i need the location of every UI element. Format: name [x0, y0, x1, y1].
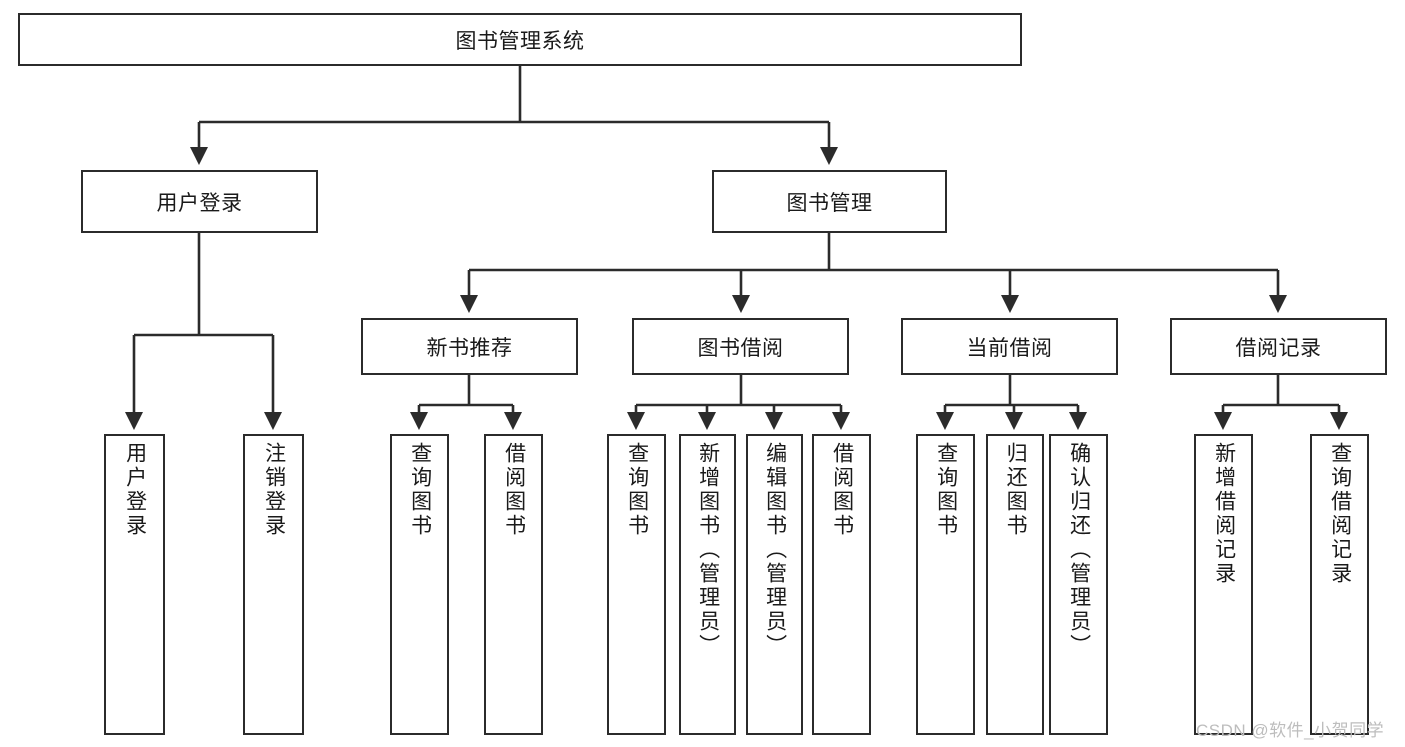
node-borrow-record[interactable]: 借阅记录	[1170, 318, 1387, 375]
leaf-user-login-login[interactable]: 用户登录	[104, 434, 165, 735]
leaf-borrow-borrow-book[interactable]: 借阅图书	[812, 434, 871, 735]
node-borrow-record-label: 借阅记录	[1235, 336, 1322, 360]
node-current-borrow-label: 当前借阅	[966, 336, 1053, 360]
leaf-label: 确认归还（管理员）	[1067, 442, 1091, 658]
leaf-label: 借阅图书	[830, 442, 854, 538]
node-user-login[interactable]: 用户登录	[81, 170, 318, 233]
leaf-recommend-query-book[interactable]: 查询图书	[390, 434, 449, 735]
node-root[interactable]: 图书管理系统	[18, 13, 1022, 66]
leaf-current-confirm-return-admin[interactable]: 确认归还（管理员）	[1049, 434, 1108, 735]
node-new-book-recommend[interactable]: 新书推荐	[361, 318, 578, 375]
node-book-borrow-label: 图书借阅	[697, 336, 784, 360]
leaf-record-query-record[interactable]: 查询借阅记录	[1310, 434, 1369, 735]
node-user-login-label: 用户登录	[156, 191, 243, 215]
leaf-label: 用户登录	[123, 442, 147, 538]
leaf-label: 查询借阅记录	[1328, 442, 1352, 586]
node-book-management[interactable]: 图书管理	[712, 170, 947, 233]
node-root-label: 图书管理系统	[455, 29, 585, 53]
leaf-borrow-query-book[interactable]: 查询图书	[607, 434, 666, 735]
node-current-borrow[interactable]: 当前借阅	[901, 318, 1118, 375]
leaf-label: 注销登录	[262, 442, 286, 538]
leaf-borrow-add-book-admin[interactable]: 新增图书（管理员）	[679, 434, 736, 735]
leaf-user-login-logout[interactable]: 注销登录	[243, 434, 304, 735]
leaf-label: 查询图书	[408, 442, 432, 538]
leaf-borrow-edit-book-admin[interactable]: 编辑图书（管理员）	[746, 434, 803, 735]
node-new-book-recommend-label: 新书推荐	[426, 336, 513, 360]
leaf-label: 查询图书	[625, 442, 649, 538]
leaf-label: 新增借阅记录	[1212, 442, 1236, 586]
leaf-label: 编辑图书（管理员）	[763, 442, 787, 658]
node-book-management-label: 图书管理	[786, 191, 873, 215]
leaf-current-return-book[interactable]: 归还图书	[986, 434, 1044, 735]
leaf-record-add-record[interactable]: 新增借阅记录	[1194, 434, 1253, 735]
leaf-current-query-book[interactable]: 查询图书	[916, 434, 975, 735]
leaf-label: 归还图书	[1004, 442, 1028, 538]
leaf-label: 查询图书	[934, 442, 958, 538]
leaf-recommend-borrow-book[interactable]: 借阅图书	[484, 434, 543, 735]
leaf-label: 新增图书（管理员）	[696, 442, 720, 658]
leaf-label: 借阅图书	[502, 442, 526, 538]
watermark-text: CSDN @软件_小贺同学	[1196, 721, 1385, 740]
node-book-borrow[interactable]: 图书借阅	[632, 318, 849, 375]
